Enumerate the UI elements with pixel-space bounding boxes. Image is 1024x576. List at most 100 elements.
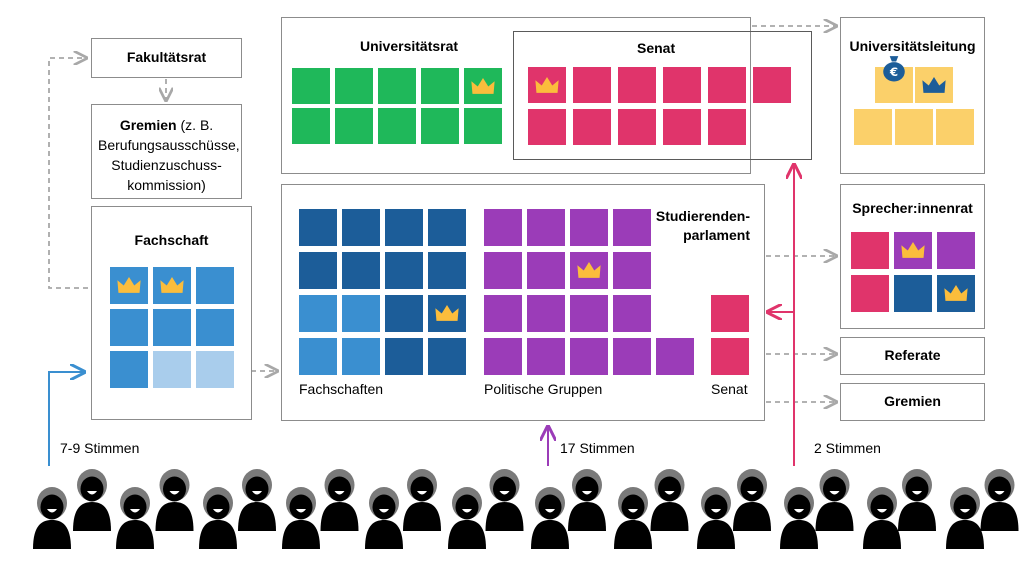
senat-box: Senat <box>513 31 812 160</box>
gremien-title: Gremien <box>884 393 941 409</box>
fachschaft-to-fakultaetsrat-arrow <box>48 58 88 289</box>
person-icon <box>614 487 652 549</box>
parlament-seat <box>342 338 380 375</box>
person-icon <box>282 487 320 549</box>
person-icon <box>780 487 818 549</box>
parlament-seat <box>428 295 466 332</box>
person-icon <box>531 487 569 549</box>
crown-icon <box>470 77 496 96</box>
fachschaft-seat <box>153 267 191 304</box>
person-icon <box>485 469 524 531</box>
gremien-fakultaet-box: Gremien (z. B. Berufungsausschüsse, Stud… <box>91 104 242 199</box>
parlament-seat <box>570 209 608 246</box>
senat-seat <box>708 109 746 145</box>
fachschaft-title: Fachschaft <box>134 232 209 248</box>
fachschaft-seat <box>196 351 234 388</box>
senat-seat <box>663 109 701 145</box>
studierendenparlament-title-line1: Studierenden- <box>655 208 750 224</box>
sprecherinnenrat-title: Sprecher:innenrat <box>852 200 973 216</box>
parlament-seat <box>428 209 466 246</box>
parlament-seat <box>484 338 522 375</box>
sprecher-seat <box>894 232 932 269</box>
universitaetsrat-title: Universitätsrat <box>360 38 459 54</box>
parlament-seat <box>299 295 337 332</box>
fachschaft-seat <box>153 309 191 346</box>
parlament-seat <box>385 252 423 289</box>
person-icon <box>568 469 606 531</box>
crown-icon <box>900 241 926 260</box>
person-icon <box>199 487 237 549</box>
studierendenparlament-title-line2: parlament <box>683 227 750 243</box>
crown-icon <box>159 276 185 295</box>
fachschaft-vote-arrow <box>48 372 84 466</box>
person-icon <box>155 469 194 531</box>
crown-icon <box>434 304 460 323</box>
person-icon <box>116 487 154 549</box>
person-icon <box>733 469 771 531</box>
parlament-seat <box>385 338 423 375</box>
unirat-seat <box>421 108 459 144</box>
leitung-seat <box>915 67 953 103</box>
fachschaft-seat <box>110 309 148 346</box>
parlament-seat <box>299 252 337 289</box>
parlament-seat <box>711 295 749 332</box>
person-icon <box>898 469 936 531</box>
parlament-seat <box>527 252 565 289</box>
parlament-seat <box>428 252 466 289</box>
person-icon <box>33 487 71 549</box>
crown-icon <box>576 261 602 280</box>
crown-icon <box>116 276 142 295</box>
parlament-seat <box>385 209 423 246</box>
studierendenparlament-box: Studierenden- parlament Fachschaften Pol… <box>281 184 765 421</box>
group-label-politische-gruppen: Politische Gruppen <box>484 381 603 397</box>
leitung-seat <box>936 109 974 145</box>
parlament-seat <box>342 295 380 332</box>
person-icon <box>946 487 984 549</box>
leitung-seat <box>895 109 933 145</box>
parlament-seat <box>613 338 651 375</box>
senat-seat <box>528 109 566 145</box>
person-icon <box>815 469 854 531</box>
parlament-seat <box>527 209 565 246</box>
fachschaft-seat <box>153 351 191 388</box>
person-icon <box>980 469 1019 531</box>
senat-seat <box>708 67 746 103</box>
parlament-seat <box>527 338 565 375</box>
senat-seat <box>618 109 656 145</box>
crown-icon <box>943 284 969 303</box>
parlament-seat <box>342 209 380 246</box>
unirat-seat <box>464 108 502 144</box>
gremien-box: Gremien <box>840 383 985 421</box>
person-icon <box>365 487 403 549</box>
group-label-senat: Senat <box>711 381 748 397</box>
sprecher-seat <box>937 232 975 269</box>
gremien-fakultaet-examples: (z. B. Berufungsausschüsse, Studienzusch… <box>98 117 240 193</box>
votes-fachschaft-label: 7-9 Stimmen <box>60 440 140 456</box>
person-icon <box>238 469 276 531</box>
gremien-fakultaet-title: Gremien <box>119 117 177 133</box>
leitung-seat <box>854 109 892 145</box>
universitaetsleitung-box: Universitätsleitung € <box>840 17 985 174</box>
unirat-seat <box>292 68 330 104</box>
unirat-seat <box>335 68 373 104</box>
sprecher-seat <box>937 275 975 312</box>
sprecher-seat <box>851 275 889 312</box>
parlament-seat <box>570 252 608 289</box>
parlament-seat <box>484 252 522 289</box>
fachschaft-seat <box>196 309 234 346</box>
leitung-seat: € <box>875 56 913 103</box>
fakultaetsrat-box: Fakultätsrat <box>91 38 242 78</box>
parlament-seat <box>613 295 651 332</box>
parlament-seat <box>299 209 337 246</box>
group-label-fachschaften: Fachschaften <box>299 381 384 397</box>
referate-title: Referate <box>884 347 941 363</box>
parlament-seat <box>613 252 651 289</box>
person-icon <box>403 469 441 531</box>
parlament-seat <box>656 338 694 375</box>
senat-seat <box>618 67 656 103</box>
person-icon <box>448 487 486 549</box>
money-bag-icon: € <box>881 54 907 82</box>
senat-seat <box>573 109 611 145</box>
